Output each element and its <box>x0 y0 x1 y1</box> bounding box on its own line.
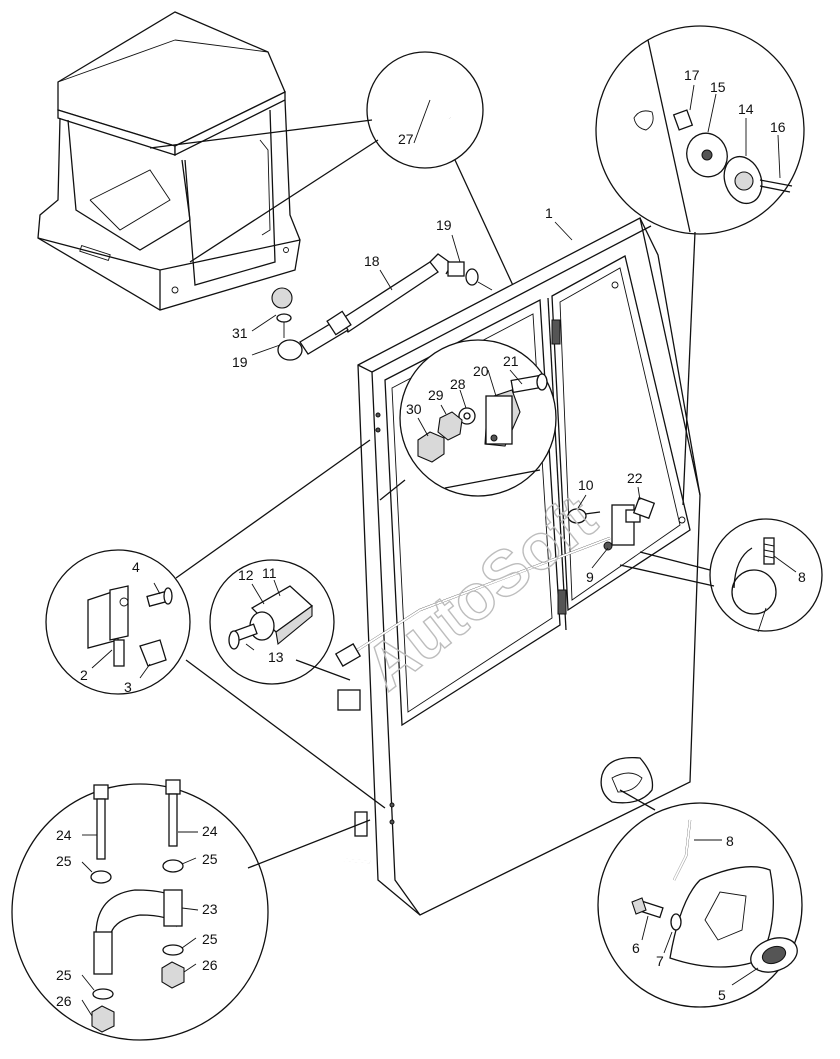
callout-15: 15 <box>710 79 726 95</box>
callout-31: 31 <box>232 325 248 341</box>
callout-labels: 1 2 3 4 5 6 7 8 8 9 10 11 12 13 14 15 16… <box>56 67 806 1009</box>
callout-19-bottom: 19 <box>232 354 248 370</box>
callout-1: 1 <box>545 205 553 221</box>
callout-25-left-top: 25 <box>56 853 72 869</box>
callout-26-right: 26 <box>202 957 218 973</box>
callout-25-right-bottom: 25 <box>202 931 218 947</box>
gas-strut-drawing <box>271 253 493 361</box>
callout-30: 30 <box>406 401 422 417</box>
cab-frame-drawing <box>37 11 301 311</box>
callout-20: 20 <box>473 363 489 379</box>
callout-2: 2 <box>80 667 88 683</box>
detail-circle-handle-mount <box>597 789 803 1008</box>
callout-4: 4 <box>132 559 140 575</box>
callout-17: 17 <box>684 67 700 83</box>
callout-28: 28 <box>450 376 466 392</box>
callout-27: 27 <box>398 131 414 147</box>
callout-13: 13 <box>268 649 284 665</box>
callout-10: 10 <box>578 477 594 493</box>
leader-lines <box>81 84 797 1017</box>
callout-22: 22 <box>627 470 643 486</box>
callout-7: 7 <box>656 953 664 969</box>
detail-circle-bracket-bolts <box>11 779 371 1041</box>
callout-14: 14 <box>738 101 754 117</box>
callout-5: 5 <box>718 987 726 1003</box>
callout-25-left-bottom: 25 <box>56 967 72 983</box>
detail-circle-hinge <box>45 439 386 809</box>
detail-circle-pin <box>209 559 351 685</box>
callout-8-upper: 8 <box>798 569 806 585</box>
callout-21: 21 <box>503 353 519 369</box>
callout-24-left: 24 <box>56 827 72 843</box>
callout-18: 18 <box>364 253 380 269</box>
callout-3: 3 <box>124 679 132 695</box>
callout-23: 23 <box>202 901 218 917</box>
callout-12: 12 <box>238 567 254 583</box>
callout-29: 29 <box>428 387 444 403</box>
detail-circle-allen-key <box>149 51 523 306</box>
callout-16: 16 <box>770 119 786 135</box>
detail-circle-striker <box>379 339 557 501</box>
callout-6: 6 <box>632 940 640 956</box>
callout-9: 9 <box>586 569 594 585</box>
callout-25-right-top: 25 <box>202 851 218 867</box>
callout-19-top: 19 <box>436 217 452 233</box>
callout-8-lower: 8 <box>726 833 734 849</box>
callout-26-left: 26 <box>56 993 72 1009</box>
detail-circle-door-stop <box>595 25 805 506</box>
lock-assembly-drawing <box>334 496 656 667</box>
callout-24-right: 24 <box>202 823 218 839</box>
callout-11: 11 <box>262 565 277 581</box>
detail-circle-rod-end <box>619 518 823 633</box>
